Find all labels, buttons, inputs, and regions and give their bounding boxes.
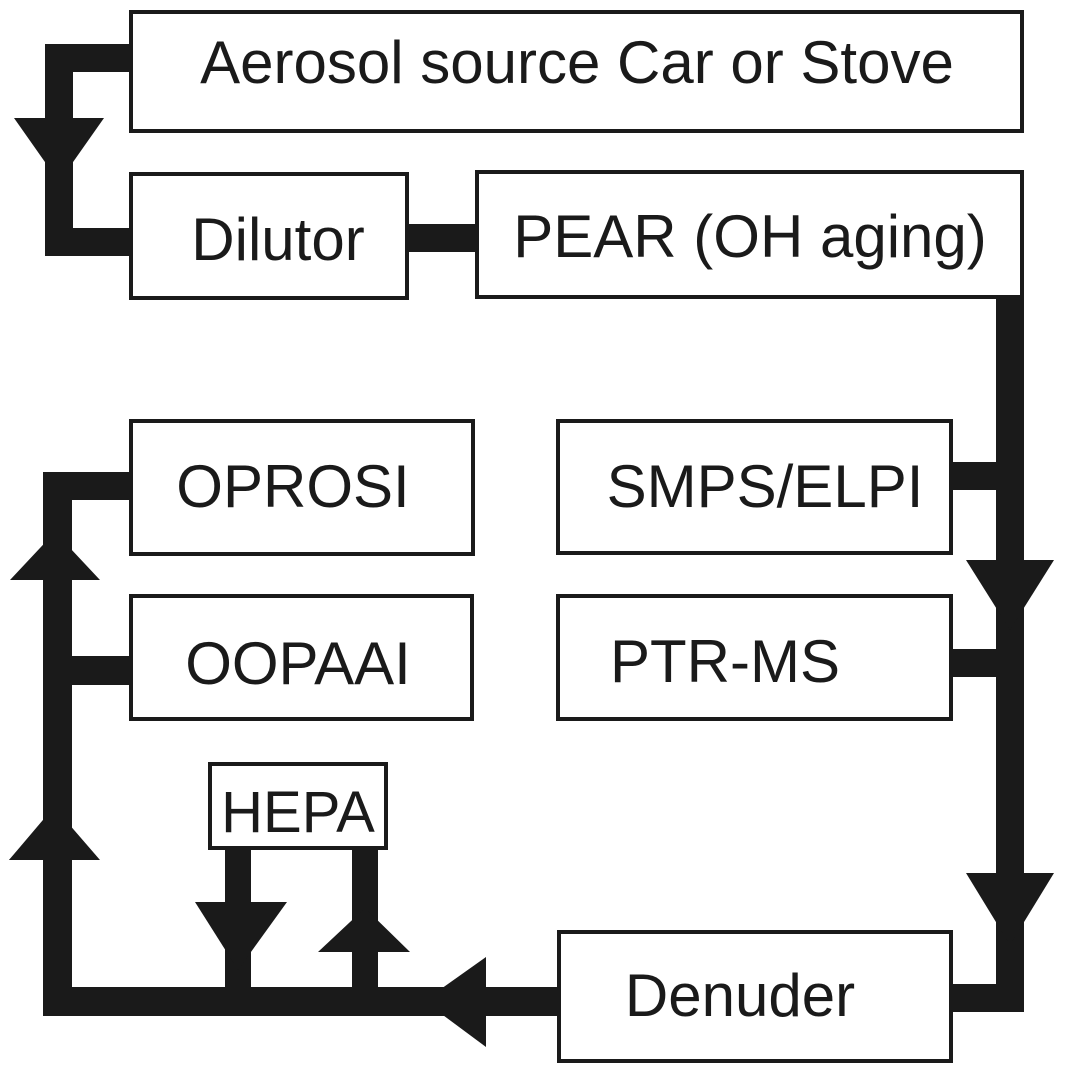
node-label: Aerosol source Car or Stove: [200, 29, 954, 96]
node-dilutor[interactable]: Dilutor: [129, 172, 409, 300]
node-label: OOPAAI: [185, 630, 411, 697]
node-label: OPROSI: [176, 453, 409, 520]
arrow-up-icon: [9, 808, 100, 860]
arrow-up-icon: [10, 532, 100, 580]
node-label: PTR-MS: [610, 628, 840, 695]
node-denuder[interactable]: Denuder: [557, 930, 953, 1063]
arrow-left-icon: [424, 957, 486, 1047]
node-label: PEAR (OH aging): [513, 203, 987, 270]
arrow-down-icon: [14, 118, 104, 182]
node-label: SMPS/ELPI: [607, 453, 924, 520]
node-label: Denuder: [625, 962, 855, 1029]
node-oopaai[interactable]: OOPAAI: [129, 594, 474, 721]
arrow-up-icon: [318, 908, 410, 952]
node-label: Dilutor: [191, 206, 364, 273]
pipe-left-trunk: [9, 472, 131, 1016]
node-oprosi[interactable]: OPROSI: [129, 419, 475, 556]
arrow-down-icon: [966, 560, 1054, 630]
node-smps-elpi[interactable]: SMPS/ELPI: [556, 419, 953, 555]
pipe-hepa-loop: [195, 848, 410, 998]
arrow-down-icon: [195, 902, 287, 970]
node-aerosol-source[interactable]: Aerosol source Car or Stove: [129, 10, 1024, 133]
pipe-denuder-return: [43, 957, 560, 1047]
pipe-pear-to-denuder: [951, 296, 1054, 1012]
node-ptr-ms[interactable]: PTR-MS: [556, 594, 953, 721]
node-pear[interactable]: PEAR (OH aging): [475, 170, 1024, 299]
pipe-dilutor-to-pear: [406, 224, 478, 252]
pipe-source-to-dilutor: [14, 44, 132, 256]
node-hepa[interactable]: HEPA: [208, 762, 388, 850]
node-label: HEPA: [221, 780, 375, 845]
arrow-down-icon: [966, 873, 1054, 945]
